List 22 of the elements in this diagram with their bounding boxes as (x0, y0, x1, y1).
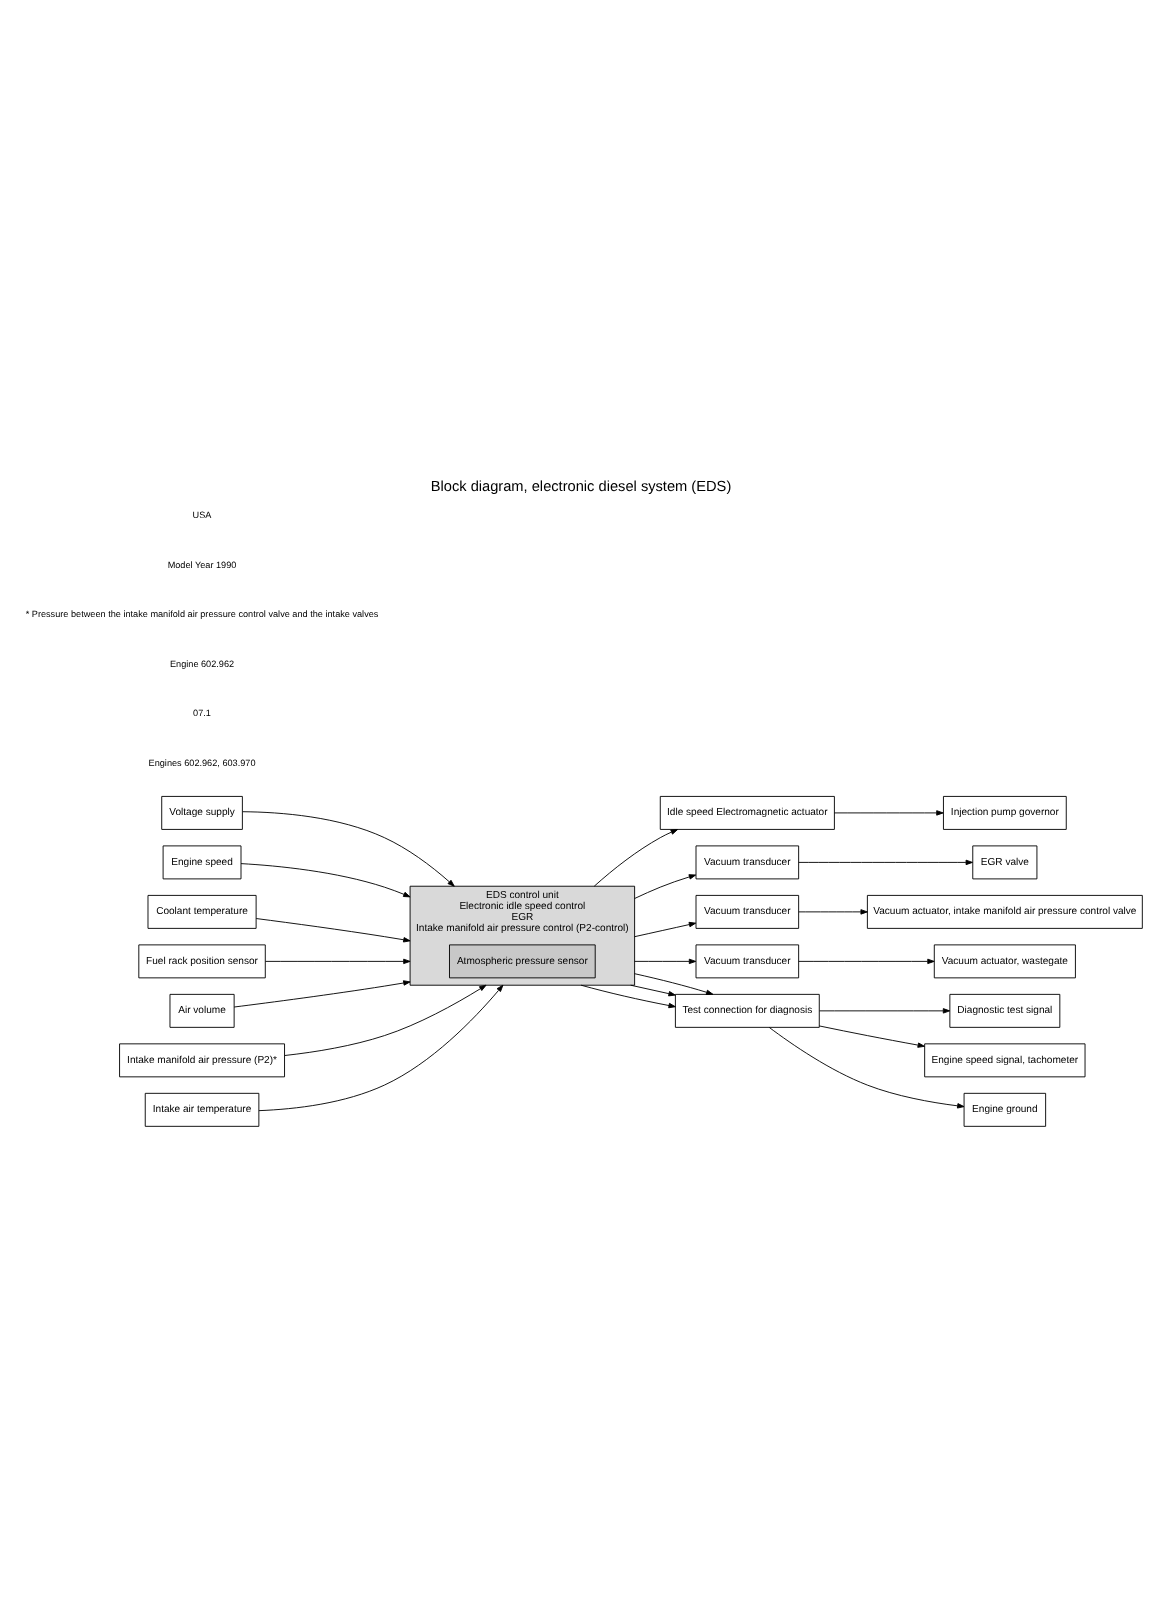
arrow (284, 983, 487, 1055)
arrow (834, 809, 944, 815)
arrow (634, 957, 697, 964)
arrow (258, 983, 504, 1111)
arrow (630, 983, 676, 996)
arrow (240, 862, 411, 897)
arrow (819, 1007, 951, 1013)
arrow (634, 873, 697, 898)
arrow (818, 1024, 925, 1047)
arrow (580, 983, 676, 1008)
diagram-title: Block diagram, electronic diesel system (EDS) (430, 476, 732, 495)
arrow (798, 957, 935, 964)
arrow (593, 828, 678, 886)
arrow (265, 957, 411, 964)
arrow (798, 858, 973, 865)
arrow (768, 1026, 965, 1108)
arrow (242, 810, 455, 886)
arrow (255, 917, 411, 942)
arrow (634, 920, 697, 937)
arrow (233, 979, 411, 1007)
arrow (634, 972, 714, 994)
arrow (798, 908, 868, 914)
